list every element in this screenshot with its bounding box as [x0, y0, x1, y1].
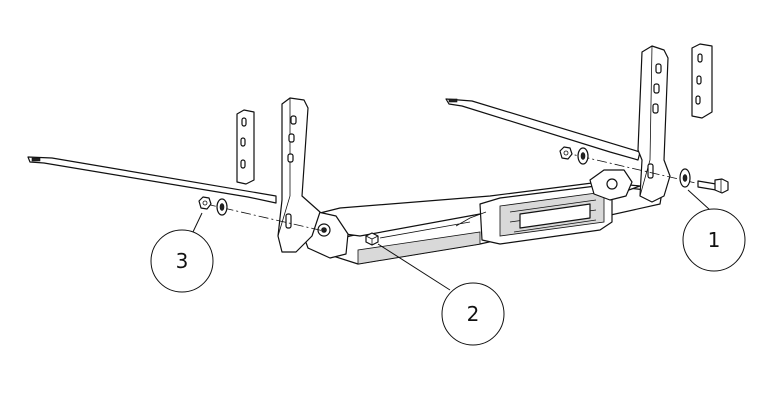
leader-3	[191, 212, 203, 235]
right-backing-plate	[691, 43, 713, 119]
callout-balloon-1: 1	[682, 208, 746, 272]
left-backing-plate	[236, 109, 255, 185]
right-long-strap	[445, 98, 641, 161]
callout-balloon-3: 3	[150, 229, 214, 293]
center-pin	[365, 232, 379, 246]
bumper-body	[299, 169, 663, 265]
leader-1	[687, 189, 711, 211]
callout-label-2: 2	[467, 302, 480, 326]
left-nut-washer	[198, 196, 228, 216]
leader-2	[377, 243, 451, 291]
left-long-strap	[27, 156, 277, 204]
callout-label-3: 3	[176, 249, 189, 273]
right-nut-washer	[559, 146, 589, 165]
callout-label-1: 1	[708, 228, 721, 252]
right-upright	[637, 45, 671, 203]
left-upright	[277, 97, 321, 253]
right-washer-bolt	[679, 168, 729, 194]
callout-balloon-2: 2	[441, 282, 505, 346]
